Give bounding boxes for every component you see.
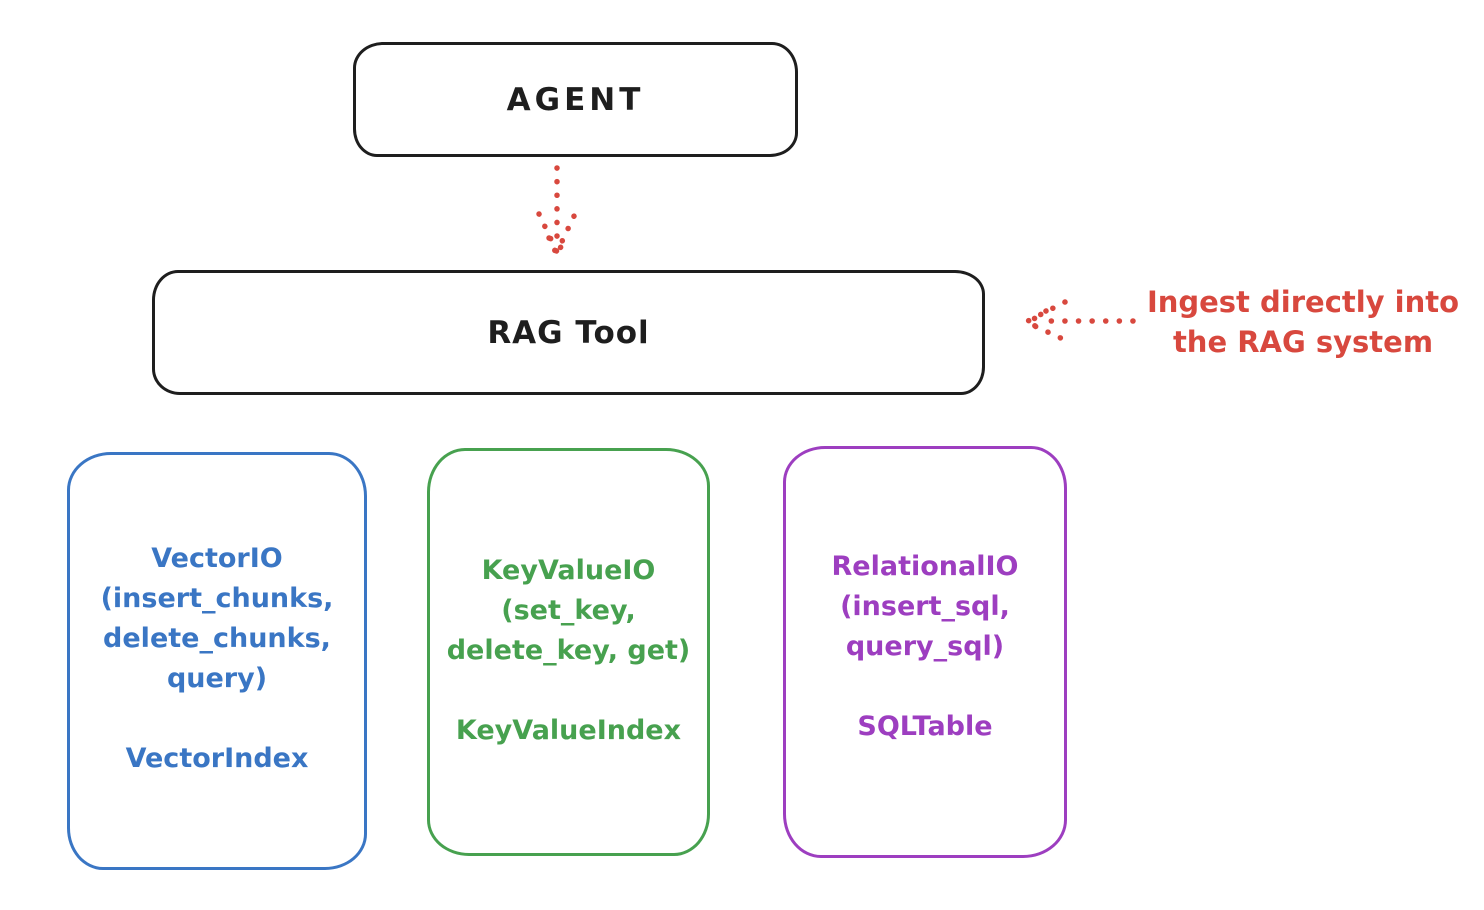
vector-io-title: VectorIO	[151, 543, 283, 574]
keyvalue-io-title: KeyValueIO	[481, 555, 656, 586]
vector-index-label: VectorIndex	[125, 743, 309, 774]
ingest-annotation-line2: the RAG system	[1172, 325, 1434, 359]
keyvalue-io-text: KeyValueIO (set_key, delete_key, get) Ke…	[447, 551, 691, 751]
keyvalue-io-node: KeyValueIO (set_key, delete_key, get) Ke…	[427, 448, 710, 856]
relational-io-title: RelationalIO	[831, 551, 1019, 582]
relational-io-text: RelationalIO (insert_sql, query_sql) SQL…	[832, 547, 1019, 747]
agent-node: AGENT	[353, 42, 798, 157]
vector-io-params-line1: (insert_chunks,	[100, 583, 334, 614]
keyvalue-index-label: KeyValueIndex	[455, 715, 682, 746]
vector-io-node: VectorIO (insert_chunks, delete_chunks, …	[67, 452, 367, 870]
ingest-annotation: Ingest directly into the RAG system	[1128, 282, 1478, 362]
rag-tool-label: RAG Tool	[487, 314, 650, 351]
keyvalue-io-params-line2: delete_key, get)	[446, 635, 691, 666]
agent-label: AGENT	[506, 81, 645, 118]
rag-tool-node: RAG Tool	[152, 270, 985, 395]
relational-io-node: RelationalIO (insert_sql, query_sql) SQL…	[783, 446, 1067, 858]
ingest-annotation-line1: Ingest directly into	[1146, 285, 1460, 319]
vector-io-params-line3: query)	[166, 663, 268, 694]
sql-table-label: SQLTable	[857, 711, 993, 742]
agent-to-rag-arrow-icon	[536, 165, 578, 258]
keyvalue-io-params-line1: (set_key,	[501, 595, 636, 626]
vector-io-params-line2: delete_chunks,	[103, 623, 331, 654]
ingest-annotation-arrow-icon	[1023, 299, 1136, 343]
relational-io-params-line2: query_sql)	[845, 631, 1005, 662]
relational-io-params-line1: (insert_sql,	[840, 591, 1010, 622]
vector-io-text: VectorIO (insert_chunks, delete_chunks, …	[101, 539, 334, 779]
